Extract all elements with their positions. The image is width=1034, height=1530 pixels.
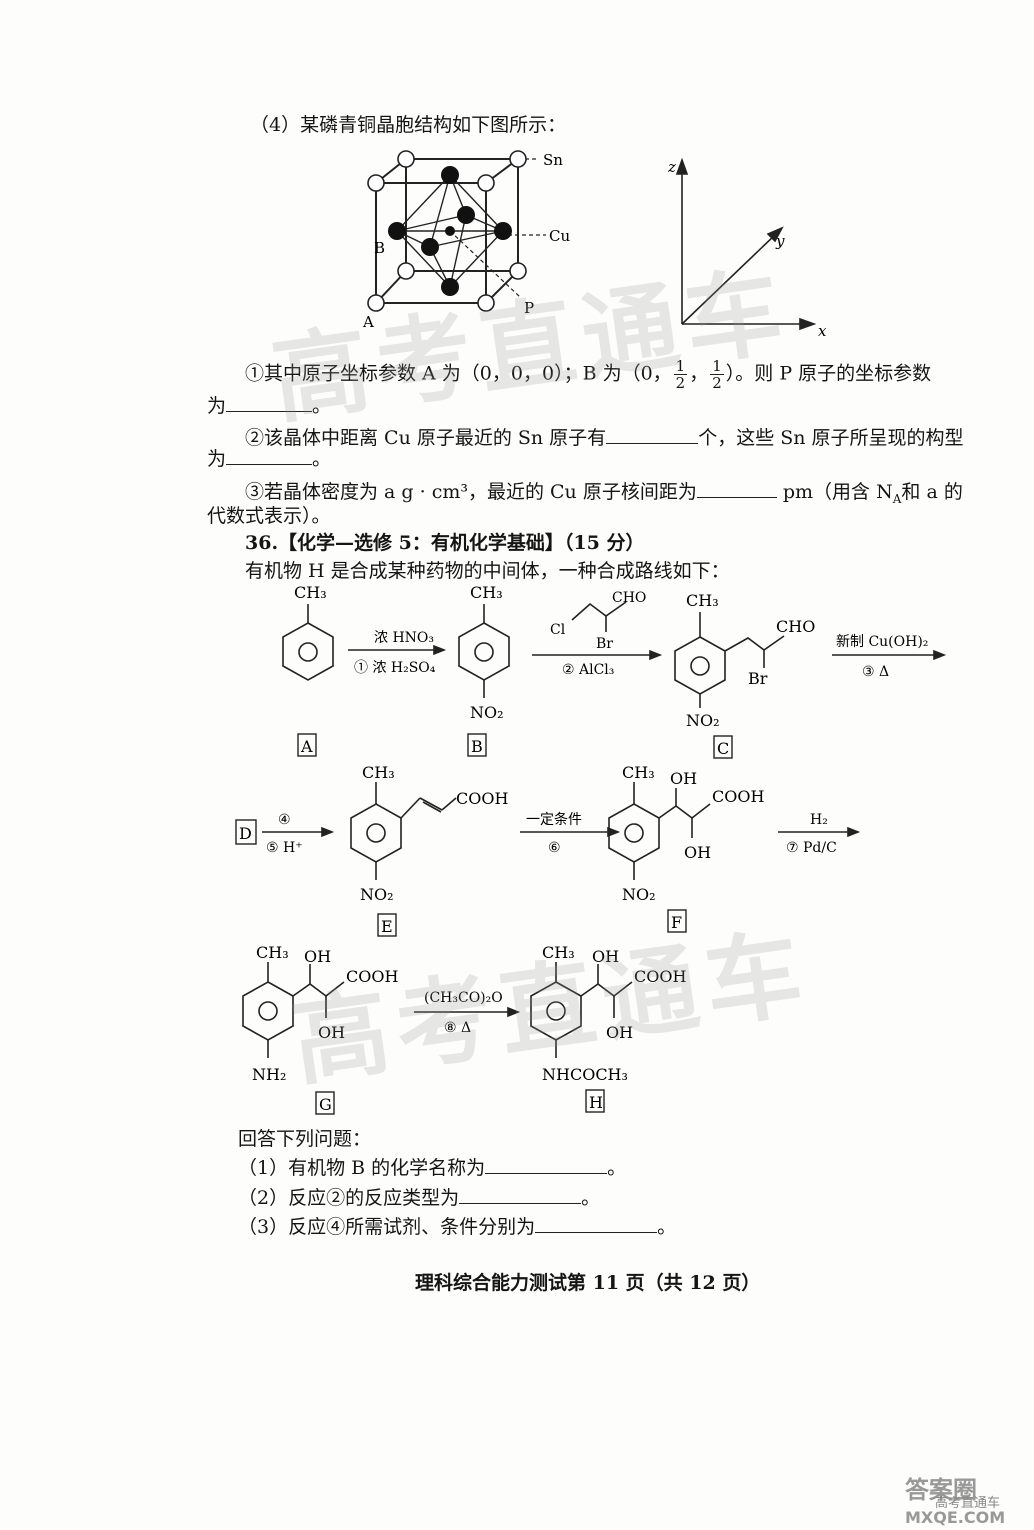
c-cho: CHO <box>776 617 815 636</box>
c-no2: NO₂ <box>686 711 720 730</box>
h-oh-top: OH <box>592 947 619 966</box>
step8-top: (CH₃CO)₂O <box>424 990 503 1006</box>
h-cooh: COOH <box>634 967 686 986</box>
h-nhcoch3: NHCOCH₃ <box>542 1065 628 1084</box>
label-f: F <box>671 913 682 932</box>
e-cooh: COOH <box>456 789 508 808</box>
label-b: B <box>471 737 483 756</box>
f-ch3: CH₃ <box>622 763 655 782</box>
e-no2: NO₂ <box>360 885 394 904</box>
h-ch3: CH₃ <box>542 943 575 962</box>
q36-title: 36.【化学—选修 5：有机化学基础】（15 分） <box>245 532 645 554</box>
g-nh2: NH₂ <box>252 1065 286 1084</box>
step4-bot: ⑤ H⁺ <box>266 840 303 856</box>
step8-bot: ⑧ Δ <box>444 1020 471 1036</box>
step2-bot: ② AlCl₃ <box>562 662 614 678</box>
a-label: A <box>362 313 374 330</box>
corner-logo: 答案圈 <box>905 1476 977 1504</box>
step3-bot: ③ Δ <box>862 664 889 680</box>
step3-top: 新制 Cu(OH)₂ <box>836 634 928 650</box>
answer-blank-p-coord[interactable] <box>226 393 313 412</box>
step1-bot: ① 浓 H₂SO₄ <box>354 660 436 676</box>
label-c: C <box>717 739 729 758</box>
page-footer: 理科综合能力测试第 11 页（共 12 页） <box>415 1272 761 1294</box>
q4-sub3: ③若晶体密度为 a g · cm³，最近的 Cu 原子核间距为 pm（用含 NA… <box>245 479 963 506</box>
answer-intro: 回答下列问题： <box>238 1128 372 1150</box>
g-ch3: CH₃ <box>256 943 289 962</box>
step6-top: 一定条件 <box>526 811 582 828</box>
step4-top: ④ <box>278 812 291 828</box>
g-cooh: COOH <box>346 967 398 986</box>
reagent-br: Br <box>596 636 613 652</box>
label-e: E <box>381 917 393 936</box>
g-oh-bot: OH <box>318 1023 345 1042</box>
cu-label: Cu <box>549 227 570 245</box>
b-no2: NO₂ <box>470 703 504 722</box>
question-3: （3）反应④所需试剂、条件分别为。 <box>238 1214 677 1238</box>
f-oh-top: OH <box>670 769 697 788</box>
b-ch3: CH₃ <box>470 583 503 602</box>
answer-blank-sn-shape[interactable] <box>226 446 313 465</box>
q4-sub1-line2: 为。 <box>207 393 332 417</box>
label-h: H <box>589 1093 603 1112</box>
f-oh-bot: OH <box>684 843 711 862</box>
answer-blank-1[interactable] <box>485 1155 608 1174</box>
question-2: （2）反应②的反应类型为。 <box>238 1185 601 1209</box>
q4-sub2-line2: 为。 <box>207 446 332 470</box>
z-axis-label: z <box>667 158 676 176</box>
f-cooh: COOH <box>712 787 764 806</box>
c-br: Br <box>748 669 768 688</box>
c-ch3: CH₃ <box>686 591 719 610</box>
answer-blank-3[interactable] <box>535 1214 658 1233</box>
question-1: （1）有机物 B 的化学名称为。 <box>238 1155 627 1179</box>
q4-intro: （4）某磷青铜晶胞结构如下图所示： <box>250 114 567 136</box>
h-oh-bot: OH <box>606 1023 633 1042</box>
label-a: A <box>300 737 313 756</box>
q4-sub3-line2: 代数式表示）。 <box>207 505 331 527</box>
synthesis-row-3: CH₃ OH COOH OH NH₂ (CH₃CO)₂O ⑧ Δ CH₃ OH … <box>242 943 686 1115</box>
y-axis-label: y <box>775 232 785 250</box>
crystal-cell-diagram: Sn Cu P A B <box>362 150 570 330</box>
q36-intro: 有机物 H 是合成某种药物的中间体，一种合成路线如下： <box>245 560 730 582</box>
answer-blank-sn-count[interactable] <box>606 425 699 444</box>
step7-top: H₂ <box>810 812 828 828</box>
step1-top: 浓 HNO₃ <box>374 630 434 646</box>
reagent-cl: Cl <box>550 622 566 638</box>
b-label: B <box>374 239 385 257</box>
coordinate-axes: z y x <box>667 157 827 340</box>
corner-url: MXQE.COM <box>905 1508 1006 1527</box>
f-no2: NO₂ <box>622 885 656 904</box>
synthesis-row-1: CH₃ CH₃ NO₂ 浓 HNO₃ ① 浓 H₂SO₄ Cl Br CHO ②… <box>282 583 947 759</box>
reagent-cho: CHO <box>612 590 646 606</box>
sn-label: Sn <box>543 151 563 169</box>
answer-blank-cu-distance[interactable] <box>696 479 777 498</box>
label-d: D <box>239 824 252 843</box>
label-g: G <box>319 1095 332 1114</box>
corner-subtitle: 高考直通车 <box>935 1496 1001 1511</box>
g-oh-top: OH <box>304 947 331 966</box>
p-label: P <box>524 299 534 317</box>
q4-sub2: ②该晶体中距离 Cu 原子最近的 Sn 原子有个，这些 Sn 原子所呈现的构型 <box>245 425 964 449</box>
a-ch3: CH₃ <box>294 583 327 602</box>
e-ch3: CH₃ <box>362 763 395 782</box>
synthesis-row-2: D ④ ⑤ H⁺ CH₃ COOH NO₂ 一定条件 ⑥ CH₃ OH COOH… <box>235 763 861 937</box>
step6-bot: ⑥ <box>548 840 561 856</box>
x-axis-label: x <box>818 322 827 340</box>
step7-bot: ⑦ Pd/C <box>786 840 837 856</box>
answer-blank-2[interactable] <box>459 1185 582 1204</box>
